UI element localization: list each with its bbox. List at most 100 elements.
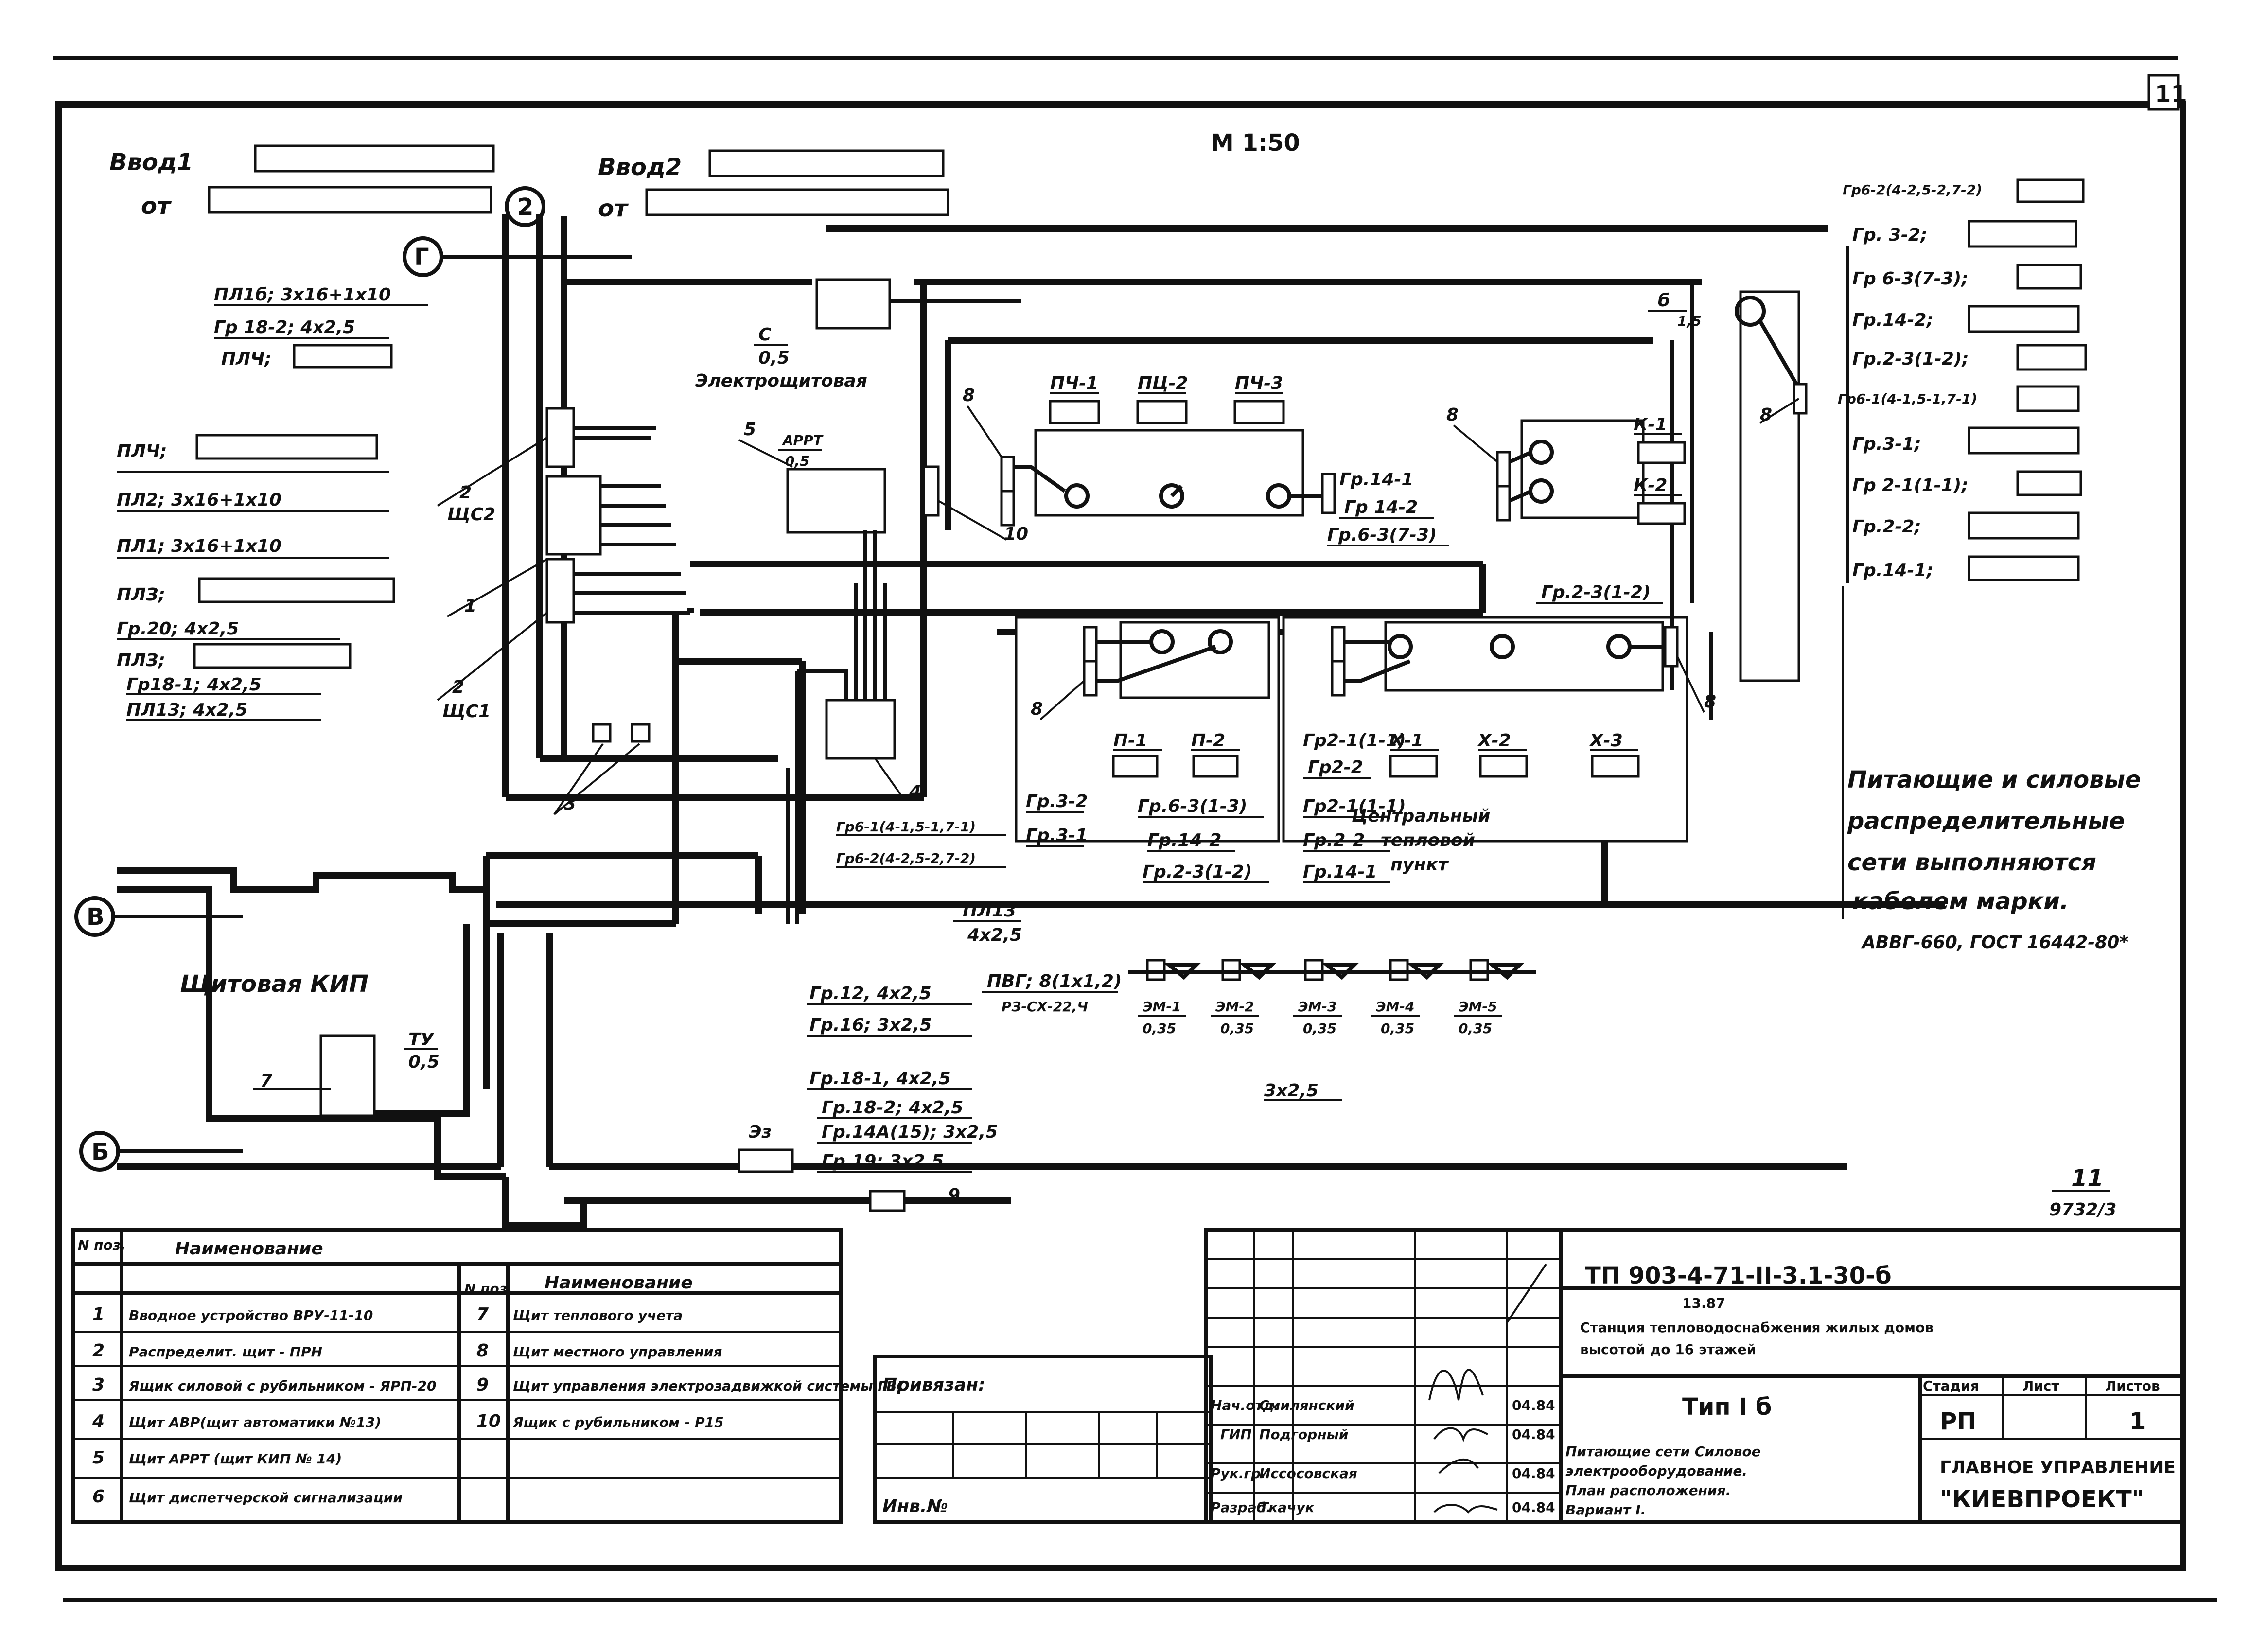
- svg-text:9: 9: [948, 1185, 960, 1205]
- title-block: Привязан: Инв.№ ТП 903-4-71-II-3.1-30-б …: [873, 1228, 2185, 1524]
- svg-text:Гр.2-3(1-2): Гр.2-3(1-2): [1143, 862, 1252, 882]
- svg-text:Гр2-1(1-1): Гр2-1(1-1): [1303, 731, 1406, 751]
- signature-2: [1433, 1427, 1488, 1443]
- svg-text:8: 8: [476, 1341, 489, 1361]
- svg-text:04.84: 04.84: [1512, 1397, 1555, 1413]
- desc-3: План расположения.: [1565, 1482, 1731, 1498]
- svg-text:1: 1: [2129, 1408, 2145, 1435]
- svg-text:ЩС1: ЩС1: [442, 702, 491, 722]
- legend-table: N поз. Наименование N поз. Наименование …: [71, 1228, 907, 1524]
- svg-text:Инв.№: Инв.№: [882, 1496, 948, 1516]
- input-2-from: от: [598, 195, 629, 222]
- corner-number-bottom: 9732/3: [2049, 1200, 2116, 1220]
- sheet-number-box: [2147, 74, 2180, 111]
- project-name-1: Станция тепловодоснабжения жилых домов: [1580, 1320, 1934, 1336]
- svg-text:Х-1: Х-1: [1389, 731, 1424, 751]
- scale-label: М 1:50: [1211, 129, 1300, 157]
- svg-text:Гр.3-1;: Гр.3-1;: [1852, 434, 1921, 454]
- svg-text:9: 9: [476, 1375, 489, 1395]
- svg-text:Гр2-1(1-1): Гр2-1(1-1): [1303, 796, 1406, 816]
- right-group-list: Гр6-2(4-2,5-2,7-2) Гр. 3-2; Гр 6-3(7-3);…: [1838, 178, 2087, 919]
- svg-text:ПЧ-1: ПЧ-1: [1050, 373, 1098, 393]
- svg-text:5: 5: [744, 420, 756, 440]
- svg-text:Щит теплового учета: Щит теплового учета: [513, 1307, 683, 1323]
- svg-text:N поз.: N поз.: [464, 1281, 512, 1297]
- panels-x: Х-1 Х-2 Х-3: [1389, 731, 1640, 778]
- svg-text:Гр.3-1: Гр.3-1: [1026, 826, 1088, 845]
- svg-text:Лист: Лист: [2022, 1378, 2059, 1394]
- svg-text:8: 8: [1446, 405, 1459, 425]
- svg-text:Гр.6-3(1-3): Гр.6-3(1-3): [1138, 796, 1247, 816]
- svg-text:Гр.16; 3х2,5: Гр.16; 3х2,5: [809, 1015, 932, 1035]
- svg-text:Смилянский: Смилянский: [1259, 1397, 1354, 1413]
- mid-group-labels: Гр6-1(4-1,5-1,7-1) Гр6-2(4-2,5-2,7-2) Гр…: [836, 792, 1406, 883]
- svg-text:Ящик с рубильником - Р15: Ящик с рубильником - Р15: [512, 1414, 724, 1430]
- svg-text:0,5: 0,5: [408, 1052, 440, 1072]
- svg-text:Гр.14-2: Гр.14-2: [1147, 830, 1221, 850]
- svg-text:Эз: Эз: [749, 1122, 772, 1142]
- svg-text:ПЛ13; 4х2,5: ПЛ13; 4х2,5: [126, 700, 247, 720]
- drawing-code: ТП 903-4-71-II-3.1-30-б: [1585, 1262, 1892, 1289]
- svg-text:ГЛАВНОЕ УПРАВЛЕНИЕ: ГЛАВНОЕ УПРАВЛЕНИЕ: [1940, 1458, 2176, 1478]
- axis-bubble-g: Г: [403, 236, 632, 277]
- svg-text:Рук.гр.: Рук.гр.: [1211, 1465, 1266, 1481]
- svg-text:7: 7: [476, 1304, 489, 1324]
- svg-text:ПЛЧ;: ПЛЧ;: [117, 441, 167, 461]
- svg-text:б: б: [1658, 291, 1670, 311]
- svg-text:Гр.20; 4х2,5: Гр.20; 4х2,5: [117, 619, 239, 639]
- svg-text:кабелем марки.: кабелем марки.: [1852, 888, 2069, 915]
- svg-text:Гр.2-3(1-2);: Гр.2-3(1-2);: [1852, 349, 1969, 369]
- drawing-frame: [55, 101, 2186, 1571]
- svg-text:"КИЕВПРОЕКТ": "КИЕВПРОЕКТ": [1940, 1486, 2144, 1513]
- svg-text:К-1: К-1: [1634, 415, 1667, 435]
- svg-text:10: 10: [476, 1411, 501, 1431]
- svg-text:ПЛ1; 3х16+1х10: ПЛ1; 3х16+1х10: [117, 536, 281, 556]
- svg-text:ГИП: ГИП: [1220, 1426, 1252, 1443]
- signature-3: [1438, 1459, 1479, 1474]
- input-1-label: Ввод1: [109, 149, 193, 176]
- svg-text:0,35: 0,35: [1143, 1021, 1176, 1037]
- svg-text:Гр.14-2;: Гр.14-2;: [1852, 310, 1934, 330]
- svg-text:С: С: [758, 325, 772, 345]
- svg-text:Гр.18-1, 4х2,5: Гр.18-1, 4х2,5: [809, 1069, 951, 1089]
- svg-text:Гр.2-2;: Гр.2-2;: [1852, 517, 1921, 537]
- desc-4: Вариант I.: [1565, 1502, 1646, 1518]
- pump-room-blocks: Центральный тепловой пункт: [922, 282, 1808, 875]
- axis-bubble-v: В: [74, 896, 243, 937]
- svg-text:0,35: 0,35: [1303, 1021, 1336, 1037]
- svg-text:4: 4: [909, 782, 921, 802]
- svg-text:Х-3: Х-3: [1589, 731, 1623, 751]
- svg-text:0,5: 0,5: [758, 348, 790, 368]
- svg-text:РП: РП: [1940, 1408, 1976, 1435]
- svg-text:4: 4: [92, 1411, 105, 1431]
- signature-4: [1433, 1504, 1498, 1514]
- svg-text:04.84: 04.84: [1512, 1426, 1555, 1443]
- corner-number-top: 11: [2071, 1165, 2104, 1192]
- svg-text:Гр 18-2; 4х2,5: Гр 18-2; 4х2,5: [214, 317, 355, 337]
- input-1-from: от: [141, 193, 172, 220]
- svg-text:Наименование: Наименование: [175, 1239, 323, 1259]
- svg-text:П-1: П-1: [1113, 731, 1147, 751]
- svg-text:Гр18-1; 4х2,5: Гр18-1; 4х2,5: [126, 675, 262, 695]
- svg-text:13.87: 13.87: [1682, 1295, 1725, 1311]
- svg-text:ЭМ-3: ЭМ-3: [1298, 999, 1337, 1015]
- svg-text:1,5: 1,5: [1677, 313, 1702, 329]
- svg-text:8: 8: [1031, 699, 1043, 719]
- svg-text:ТУ: ТУ: [408, 1030, 435, 1050]
- room-label-kip: Щитовая КИП: [180, 970, 369, 998]
- svg-text:Вводное устройство ВРУ-11-10: Вводное устройство ВРУ-11-10: [129, 1307, 373, 1323]
- svg-text:Нач.отд.: Нач.отд.: [1211, 1397, 1279, 1413]
- svg-text:ПЛЗ;: ПЛЗ;: [117, 651, 165, 670]
- svg-text:ПЛ2; 3х16+1х10: ПЛ2; 3х16+1х10: [117, 490, 281, 510]
- svg-text:04.84: 04.84: [1512, 1465, 1555, 1481]
- svg-text:Питающие и силовые: Питающие и силовые: [1847, 766, 2141, 793]
- input-1-from-box: [208, 186, 492, 214]
- signature-1: [1428, 1369, 1484, 1401]
- input-2-from-box: [645, 188, 949, 216]
- svg-text:7: 7: [260, 1071, 272, 1091]
- svg-text:Гр 6-3(7-3);: Гр 6-3(7-3);: [1852, 269, 1969, 289]
- svg-text:АВВГ-660, ГОСТ 16442-80*: АВВГ-660, ГОСТ 16442-80*: [1861, 933, 2128, 952]
- svg-text:Иссосовская: Иссосовская: [1259, 1465, 1357, 1481]
- svg-text:Б: Б: [91, 1138, 109, 1165]
- svg-text:Разраб.: Разраб.: [1211, 1499, 1271, 1515]
